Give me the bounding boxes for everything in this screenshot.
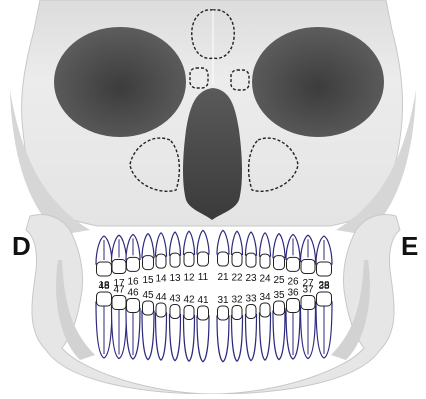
upper-tooth-15 bbox=[142, 234, 154, 270]
upper-tooth-26 bbox=[286, 234, 300, 271]
left-orbit bbox=[54, 27, 186, 137]
lower-tooth-33 bbox=[246, 304, 257, 360]
lower-tooth-46 bbox=[126, 298, 140, 359]
upper-tooth-24 bbox=[260, 233, 271, 268]
lower-tooth-35 bbox=[273, 301, 285, 360]
lower-tooth-number: 44 bbox=[155, 292, 167, 303]
lower-tooth-number: 47 bbox=[113, 284, 125, 295]
upper-tooth-number: 25 bbox=[273, 275, 285, 286]
upper-tooth-17 bbox=[112, 235, 127, 273]
lower-tooth-number: 35 bbox=[273, 290, 285, 301]
lower-tooth-number: 38 bbox=[318, 281, 330, 292]
lower-tooth-number: 32 bbox=[231, 294, 243, 305]
upper-tooth-14 bbox=[156, 233, 167, 268]
lower-tooth-number: 33 bbox=[245, 293, 257, 304]
upper-tooth-12 bbox=[184, 231, 195, 266]
lower-tooth-number: 48 bbox=[98, 281, 110, 292]
lower-tooth-37 bbox=[301, 295, 316, 358]
lower-tooth-45 bbox=[142, 301, 154, 360]
upper-tooth-25 bbox=[273, 234, 285, 270]
upper-tooth-number: 21 bbox=[217, 272, 229, 283]
side-label-left-patient: E bbox=[401, 233, 418, 259]
lower-tooth-42 bbox=[184, 305, 195, 361]
upper-tooth-number: 15 bbox=[142, 275, 154, 286]
lower-tooth-44 bbox=[156, 303, 167, 360]
lower-tooth-34 bbox=[260, 303, 271, 360]
lower-tooth-number: 31 bbox=[217, 295, 229, 306]
lower-tooth-31 bbox=[217, 306, 229, 362]
upper-tooth-22 bbox=[232, 231, 243, 266]
upper-dentition bbox=[96, 230, 332, 276]
upper-tooth-number: 26 bbox=[287, 276, 299, 287]
lower-tooth-41 bbox=[197, 306, 209, 362]
upper-tooth-number: 22 bbox=[231, 272, 243, 283]
lower-tooth-number: 34 bbox=[259, 292, 271, 303]
lower-tooth-number: 43 bbox=[169, 293, 181, 304]
lower-tooth-38 bbox=[316, 292, 332, 358]
nasal-cavity bbox=[183, 88, 242, 220]
lower-tooth-number: 37 bbox=[302, 284, 314, 295]
right-orbit bbox=[252, 27, 384, 137]
upper-tooth-28 bbox=[316, 236, 332, 276]
upper-tooth-11 bbox=[197, 230, 209, 266]
upper-tooth-18 bbox=[96, 236, 112, 276]
upper-tooth-23 bbox=[246, 232, 257, 267]
upper-tooth-16 bbox=[126, 234, 140, 271]
upper-tooth-number: 11 bbox=[198, 272, 209, 283]
lower-dentition bbox=[96, 292, 332, 362]
upper-tooth-number: 23 bbox=[245, 273, 257, 284]
side-label-right-patient: D bbox=[12, 233, 31, 259]
lower-tooth-number: 45 bbox=[142, 290, 154, 301]
lower-tooth-47 bbox=[112, 295, 127, 358]
lower-tooth-48 bbox=[96, 292, 112, 358]
mandible bbox=[26, 215, 400, 394]
lower-tooth-number: 36 bbox=[287, 287, 299, 298]
upper-tooth-number: 14 bbox=[155, 274, 167, 285]
lower-tooth-number: 41 bbox=[197, 295, 209, 306]
upper-tooth-number: 12 bbox=[183, 272, 195, 283]
upper-tooth-13 bbox=[170, 232, 181, 267]
lower-tooth-36 bbox=[286, 298, 300, 359]
lower-tooth-32 bbox=[232, 305, 243, 361]
upper-tooth-21 bbox=[217, 230, 229, 266]
lower-tooth-43 bbox=[170, 304, 181, 360]
upper-tooth-number: 13 bbox=[169, 273, 181, 284]
lower-tooth-number: 46 bbox=[127, 287, 139, 298]
lower-tooth-number: 42 bbox=[183, 294, 195, 305]
upper-tooth-number: 24 bbox=[259, 274, 271, 285]
upper-tooth-number: 16 bbox=[127, 276, 139, 287]
upper-tooth-27 bbox=[301, 235, 316, 273]
